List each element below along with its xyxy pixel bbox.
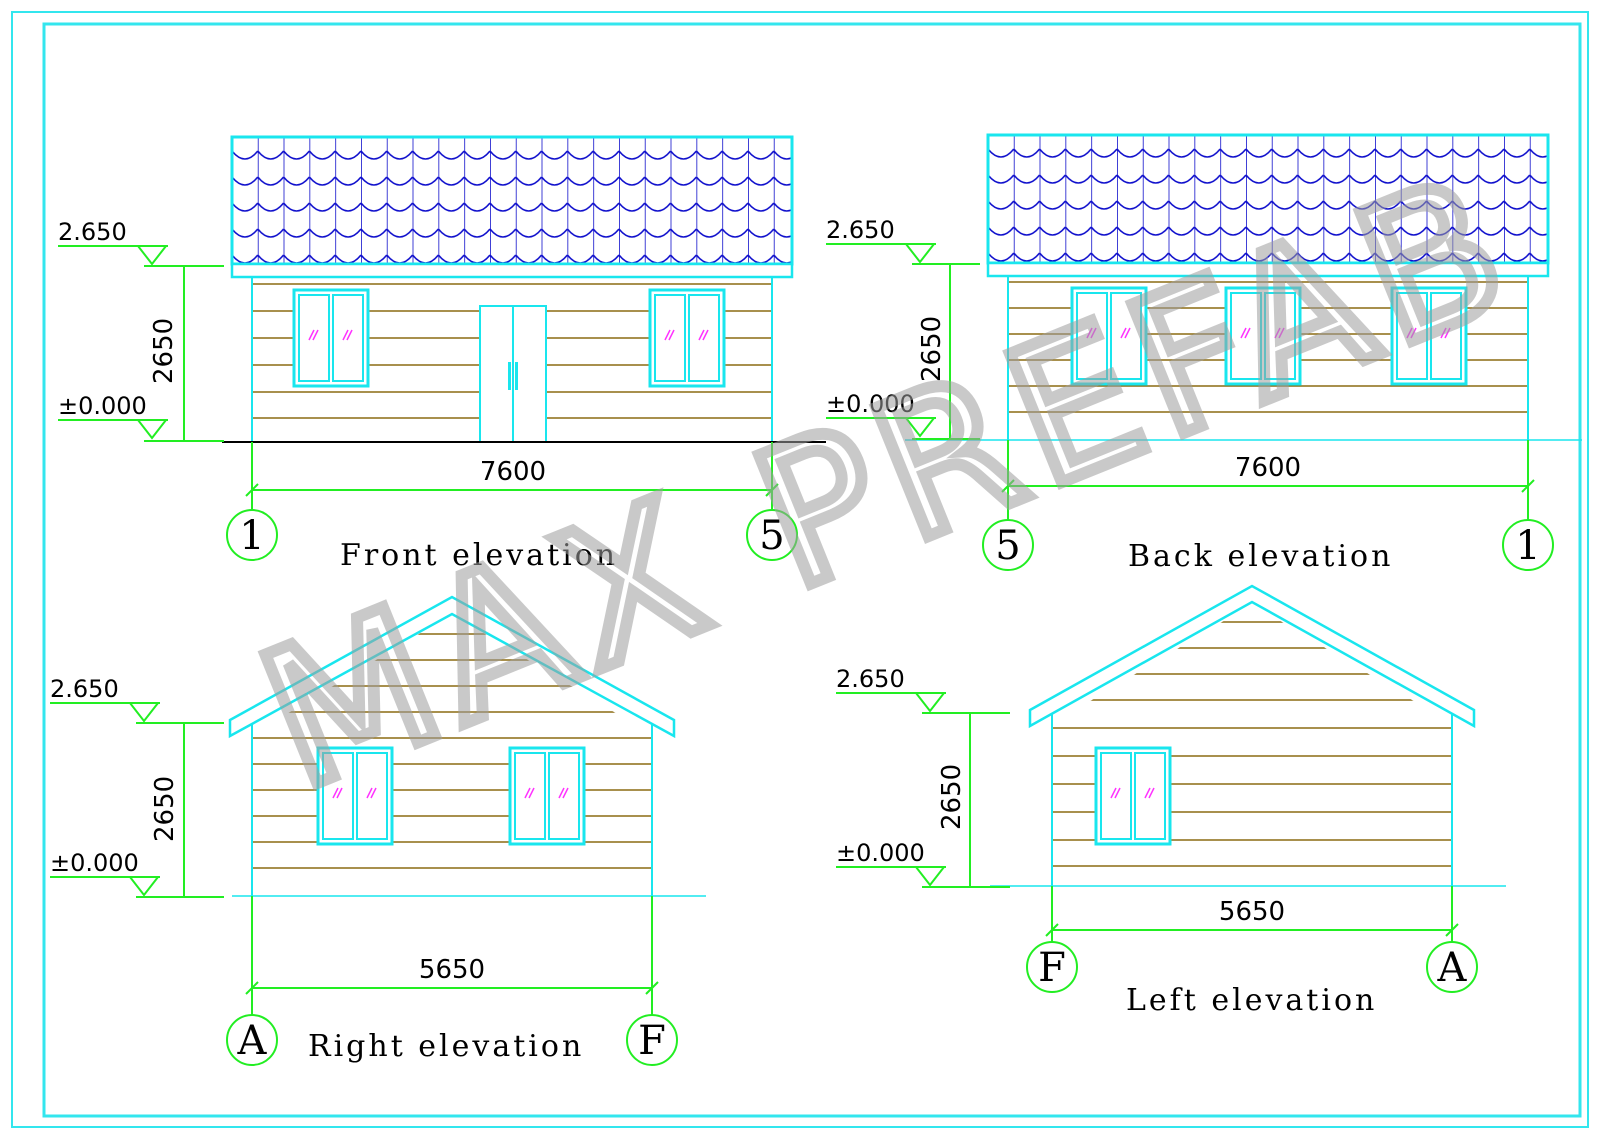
right-axis-left-label: A [237, 1018, 268, 1064]
back-roof [986, 133, 1550, 265]
right-width-dimension [245, 896, 659, 1016]
right-window-left [316, 746, 394, 846]
back-level-markers [826, 243, 980, 440]
back-width-dimension [1001, 440, 1535, 520]
left-width-dimension [1045, 886, 1459, 942]
front-level-top: 2.650 [58, 218, 127, 246]
right-axis-right-label: F [638, 1018, 666, 1064]
front-width-dimension [245, 442, 779, 512]
left-gable-roof [1028, 584, 1476, 729]
back-axis-right-bubble [1502, 519, 1554, 571]
right-gable-roof [228, 595, 676, 739]
right-axis-left-bubble [226, 1014, 278, 1066]
right-width-dim: 5650 [419, 955, 485, 985]
front-width-dim: 7600 [480, 457, 546, 487]
inner-frame [42, 22, 1582, 1118]
back-window-2 [1224, 286, 1302, 386]
front-level-bottom: ±0.000 [58, 392, 147, 420]
back-axis-right-label: 1 [1515, 523, 1540, 569]
right-level-top: 2.650 [50, 675, 119, 703]
front-roof [230, 135, 794, 266]
front-door [479, 305, 547, 443]
right-window-right [508, 746, 586, 846]
front-window-left [292, 288, 370, 388]
right-level-bottom: ±0.000 [50, 849, 139, 877]
front-level-markers [58, 245, 224, 442]
left-axis-right-bubble [1426, 941, 1478, 993]
front-elevation-title: Front elevation [340, 538, 618, 573]
back-axis-left-bubble [982, 519, 1034, 571]
back-elevation: 2.650 ±0.000 2650 7600 5 1 Back elevatio… [826, 133, 1582, 574]
back-width-dim: 7600 [1235, 453, 1301, 483]
right-height-dim: 2650 [150, 776, 180, 842]
right-elevation-title: Right elevation [308, 1029, 584, 1064]
left-window [1094, 746, 1172, 846]
back-eave [986, 261, 1550, 278]
back-window-3 [1390, 286, 1468, 386]
left-axis-left-label: F [1038, 945, 1066, 991]
left-height-dim: 2650 [937, 764, 967, 830]
left-elevation-title: Left elevation [1126, 983, 1377, 1018]
left-level-markers [836, 692, 1010, 888]
outer-frame [11, 11, 1589, 1128]
front-axis-right-label: 5 [759, 513, 784, 559]
back-level-top: 2.650 [826, 216, 895, 244]
front-eave [230, 262, 794, 279]
back-axis-left-label: 5 [995, 523, 1020, 569]
left-axis-right-label: A [1437, 945, 1468, 991]
back-height-dim: 2650 [917, 316, 947, 382]
right-level-markers [50, 702, 224, 898]
left-width-dim: 5650 [1219, 897, 1285, 927]
right-elevation: 2.650 ±0.000 2650 5650 A F Right elevati… [50, 595, 706, 1066]
front-elevation: 2.650 ±0.000 2650 7600 1 5 Front elevati… [58, 135, 826, 573]
front-axis-left-label: 1 [239, 513, 264, 559]
front-axis-right-bubble [746, 509, 798, 561]
front-axis-left-bubble [226, 509, 278, 561]
front-window-right [648, 288, 726, 388]
right-axis-right-bubble [626, 1014, 678, 1066]
left-elevation: 2.650 ±0.000 2650 5650 F A Left elevatio… [836, 584, 1506, 1018]
left-level-bottom: ±0.000 [836, 839, 925, 867]
back-window-1 [1070, 286, 1148, 386]
back-level-bottom: ±0.000 [826, 390, 915, 418]
left-axis-left-bubble [1026, 941, 1078, 993]
back-elevation-title: Back elevation [1128, 539, 1393, 574]
left-level-top: 2.650 [836, 665, 905, 693]
front-height-dim: 2650 [149, 318, 179, 384]
